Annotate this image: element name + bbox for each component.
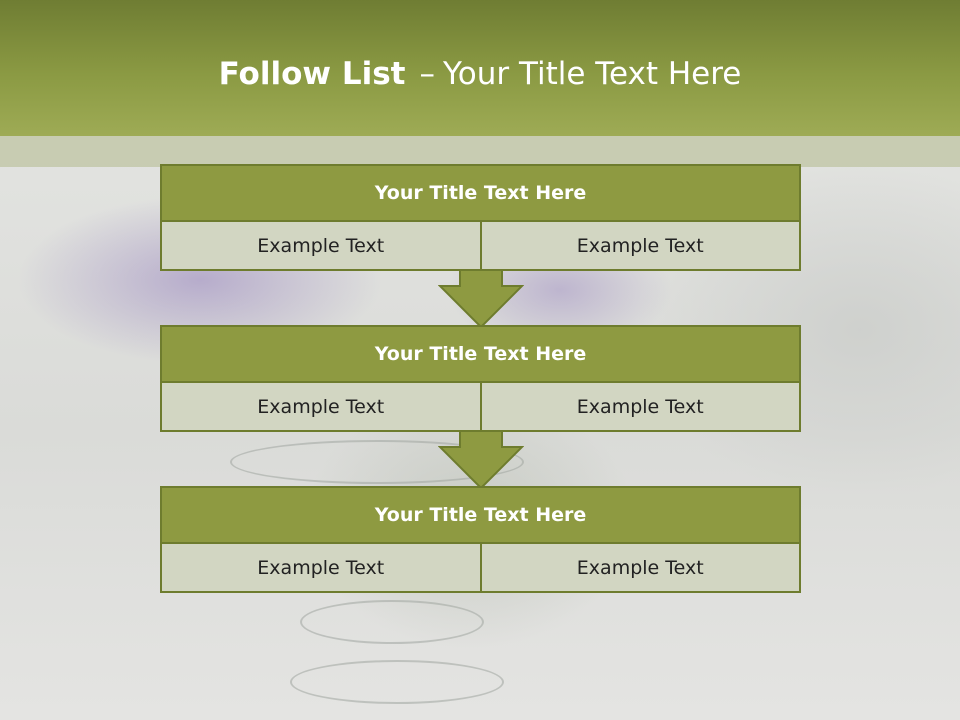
block-cell-right: Example Text — [479, 222, 800, 269]
block-cell-right: Example Text — [479, 544, 800, 591]
down-arrow-icon — [438, 431, 524, 489]
slide-title: Follow List–Your Title Text Here — [0, 56, 960, 92]
block-cell-left: Example Text — [257, 395, 385, 418]
block-cell-left: Example Text — [257, 556, 385, 579]
list-block-3: Your Title Text Here Example Text Exampl… — [160, 486, 801, 593]
block-row: Example Text Example Text — [162, 383, 799, 430]
header-strip — [0, 136, 960, 167]
block-title: Your Title Text Here — [162, 327, 799, 383]
down-arrow-icon — [438, 270, 524, 328]
header-bar — [0, 0, 960, 136]
block-title: Your Title Text Here — [162, 166, 799, 222]
list-block-1: Your Title Text Here Example Text Exampl… — [160, 164, 801, 271]
block-row: Example Text Example Text — [162, 222, 799, 269]
slide-title-bold: Follow List — [218, 56, 406, 92]
slide-title-rest: Your Title Text Here — [442, 56, 742, 92]
slide-title-dash: – — [419, 56, 435, 92]
block-cell-left: Example Text — [257, 234, 385, 257]
list-block-2: Your Title Text Here Example Text Exampl… — [160, 325, 801, 432]
block-title: Your Title Text Here — [162, 488, 799, 544]
block-row: Example Text Example Text — [162, 544, 799, 591]
block-cell-right: Example Text — [479, 383, 800, 430]
